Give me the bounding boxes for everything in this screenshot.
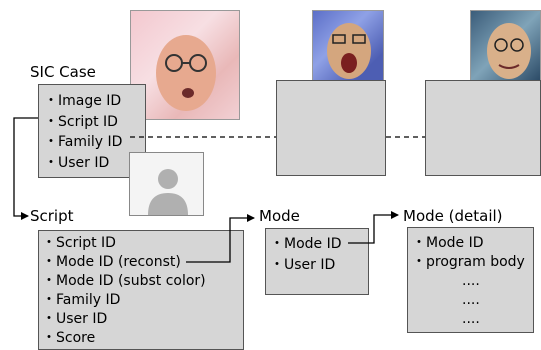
script-title: Script — [30, 207, 74, 225]
mode-detail-fields: ・Mode ID ・program body .... .... .... — [412, 234, 525, 329]
list-item: ・User ID — [270, 256, 336, 273]
list-item: ・Script ID — [44, 113, 118, 130]
list-item: ・User ID — [42, 311, 108, 327]
list-item: ・Image ID — [44, 93, 122, 109]
script-box — [38, 230, 244, 350]
list-item: .... — [462, 273, 480, 289]
face-image-1 — [130, 10, 240, 120]
list-item: .... — [462, 311, 480, 327]
list-item: ・Mode ID — [412, 235, 484, 251]
sic-case-fields: ・Image ID ・Script ID ・Family ID ・User ID — [44, 91, 127, 173]
list-item: ・Mode ID — [270, 234, 346, 255]
sic-case-title: SIC Case — [30, 63, 96, 81]
list-item: ・Score — [42, 330, 96, 346]
list-item: ・Mode ID (reconst) — [42, 253, 185, 272]
mode-title: Mode — [259, 207, 300, 225]
arrow-right-icon — [13, 117, 38, 220]
face-image-2 — [312, 10, 384, 82]
user-placeholder-icon — [129, 152, 204, 216]
list-item: ・Script ID — [42, 235, 116, 251]
list-item: ・Family ID — [42, 292, 121, 308]
script-fields: ・Script ID ・Mode ID (reconst) ・Mode ID (… — [42, 234, 206, 348]
mode-detail-box — [407, 227, 534, 333]
face-image-3 — [470, 10, 541, 82]
case-box-3 — [425, 80, 541, 176]
list-item: ・Family ID — [44, 132, 127, 153]
list-item: ・Mode ID (subst color) — [42, 273, 206, 289]
list-item: .... — [462, 292, 480, 308]
mode-fields: ・Mode ID ・User ID — [270, 234, 346, 275]
mode-detail-title: Mode (detail) — [403, 207, 503, 225]
case-box-2 — [276, 80, 386, 176]
list-item: ・program body — [412, 254, 525, 270]
list-item: ・User ID — [44, 154, 110, 171]
arrow-right-icon — [186, 214, 255, 263]
sic-case-box — [38, 84, 146, 178]
arrow-right-icon — [348, 211, 399, 244]
